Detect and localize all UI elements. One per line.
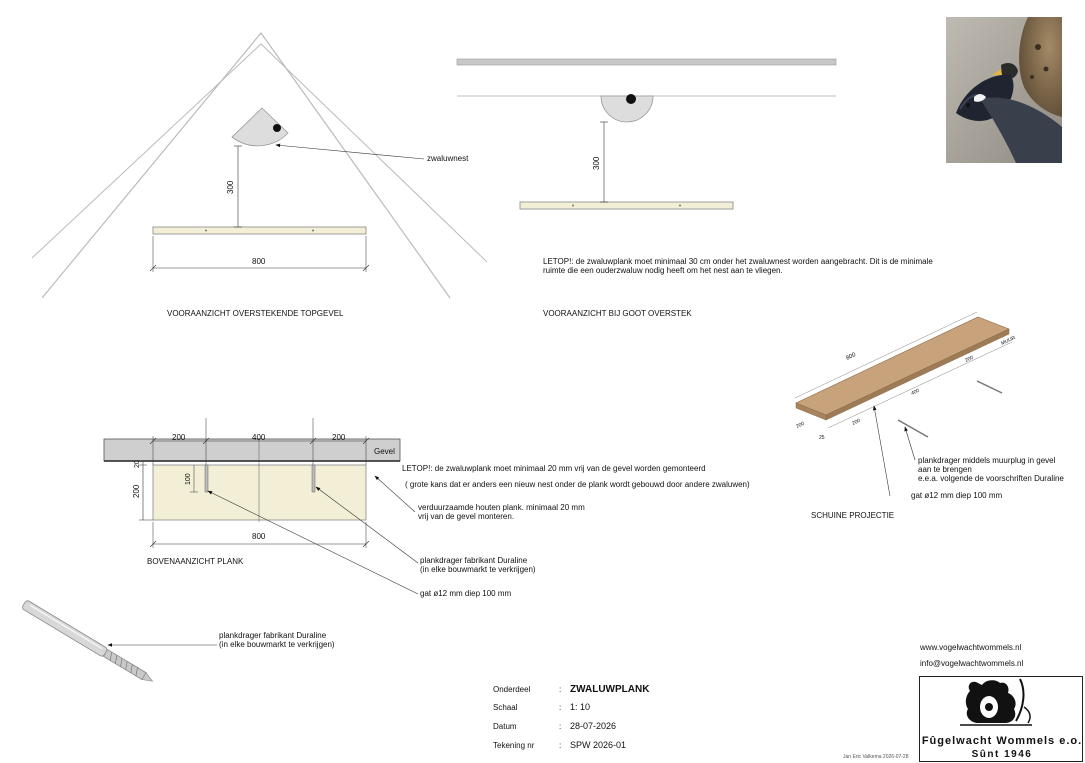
caption-oblique: SCHUINE PROJECTIE <box>811 511 894 520</box>
title-row-schaal: Schaal : 1: 10 <box>493 702 793 719</box>
plank-oblique-top <box>795 316 1010 416</box>
oblique-dim-200b: 200 <box>964 355 974 364</box>
bolt-icon <box>22 600 154 682</box>
title-label: Datum <box>493 722 517 731</box>
front-view-topgevel: 300 800 zwaluwnest VOORAANZICHT OVERSTEK… <box>31 32 488 318</box>
caption-goot: VOORAANZICHT BIJ GOOT OVERSTEK <box>543 309 692 318</box>
oblique-wall-label: MUUR <box>1000 335 1016 347</box>
title-colon: : <box>559 703 562 712</box>
oblique-dim-thick: 25 <box>819 435 825 441</box>
bolt-note-line2: (in elke bouwmarkt te verkrijgen) <box>219 640 335 649</box>
logo-box: Fûgelwacht Wommels e.o. Sûnt 1946 <box>919 676 1083 762</box>
dim-width-topgevel: 800 <box>252 257 266 266</box>
note-top-line1: LETOP!: de zwaluwplank moet minimaal 20 … <box>402 464 706 473</box>
logo-name: Fûgelwacht Wommels e.o. <box>921 735 1083 747</box>
bracket-note-line2: (in elke bouwmarkt te verkrijgen) <box>420 565 536 574</box>
title-value: SPW 2026-01 <box>570 740 627 750</box>
dim-top-left: 200 <box>172 433 186 442</box>
dim-top-right: 200 <box>332 433 346 442</box>
plank-front-topgevel <box>152 226 367 235</box>
nest-goot <box>600 94 654 123</box>
title-colon: : <box>559 722 562 731</box>
bracket-note-line1: plankdrager fabrikant Duraline <box>420 556 528 565</box>
board-note-line2: vrij van de gevel monteren. <box>418 512 514 521</box>
oblique-dim-400: 400 <box>910 388 920 397</box>
contact-info: www.vogelwachtwommels.nl info@vogelwacht… <box>920 640 1023 672</box>
wall-gevel <box>103 438 401 462</box>
title-row-onderdeel: Onderdeel : ZWALUWPLANK <box>493 684 793 701</box>
oblique-view: 800 200 400 200 MUUR 200 25 plankdrager … <box>794 311 1064 520</box>
title-row-datum: Datum : 28-07-2026 <box>493 721 793 738</box>
oblique-bracket-note-line2: aan te brengen <box>918 465 972 474</box>
dim-top-depth: 200 <box>132 484 141 498</box>
title-label: Onderdeel <box>493 685 531 694</box>
oblique-dim-200a: 200 <box>851 418 861 427</box>
oblique-dim-depth: 200 <box>795 421 805 430</box>
title-row-tekening: Tekening nr : SPW 2026-01 <box>493 740 793 757</box>
note-goot-line2: ruimte die een ouderzwaluw nodig heeft o… <box>543 266 783 275</box>
oblique-bracket-note-line3: e.e.a. volgende de voorschriften Duralin… <box>918 474 1064 483</box>
bolt-illustration: plankdrager fabrikant Duraline (in elke … <box>22 600 335 682</box>
caption-top: BOVENAANZICHT PLANK <box>147 557 244 566</box>
hole-note-top: gat ø12 mm diep 100 mm <box>420 589 511 598</box>
swallow-nest-icon <box>946 17 1062 163</box>
note-goot-line1: LETOP!: de zwaluwplank moet minimaal 30 … <box>543 257 933 266</box>
plank-top <box>152 464 367 521</box>
top-view: Gevel 200 400 200 20 200 100 800 BOVENAA… <box>103 418 750 598</box>
oblique-bracket-note-line1: plankdrager middels muurplug in gevel <box>918 456 1056 465</box>
email-link[interactable]: info@vogelwachtwommels.nl <box>920 659 1024 668</box>
title-label: Tekening nr <box>493 741 535 750</box>
board-note-line1: verduurzaamde houten plank. minimaal 20 … <box>418 503 585 512</box>
wall-label: Gevel <box>374 447 395 456</box>
title-colon: : <box>559 741 562 750</box>
dim-top-middle: 400 <box>252 433 266 442</box>
bracket-slot-right <box>311 464 316 493</box>
title-colon: : <box>559 685 562 694</box>
author-credit: Jan Eric Valkema 2026-07-28 <box>843 754 909 760</box>
front-view-goot: 300 LETOP!: de zwaluwplank moet minimaal… <box>456 58 933 318</box>
nest-topgevel <box>231 107 289 147</box>
website-link[interactable]: www.vogelwachtwommels.nl <box>920 643 1022 652</box>
title-value: 28-07-2026 <box>570 721 617 731</box>
dim-top-gap: 20 <box>134 460 141 468</box>
note-top-line2: ( grote kans dat er anders een nieuw nes… <box>405 480 750 489</box>
title-value: ZWALUWPLANK <box>570 684 650 695</box>
dim-top-width: 800 <box>252 532 266 541</box>
plank-front-goot <box>519 201 734 210</box>
dim-height-goot: 300 <box>592 156 601 170</box>
dim-height-topgevel: 300 <box>226 180 235 194</box>
plank-oblique-side <box>825 328 1010 421</box>
caption-topgevel: VOORAANZICHT OVERSTEKENDE TOPGEVEL <box>167 309 344 318</box>
bracket-slot-left <box>204 464 209 493</box>
title-label: Schaal <box>493 703 518 712</box>
title-block: Onderdeel : ZWALUWPLANK Schaal : 1: 10 D… <box>493 683 793 763</box>
dim-top-slot: 100 <box>185 473 192 485</box>
oblique-dim-long: 800 <box>845 352 857 362</box>
logo-since: Sûnt 1946 <box>971 749 1033 760</box>
swallow-photo <box>946 17 1062 163</box>
oblique-hole-note: gat ø12 mm diep 100 mm <box>911 491 1002 500</box>
eaves-beam <box>456 58 837 66</box>
bird-logo-icon <box>960 678 1032 726</box>
title-value: 1: 10 <box>570 702 591 712</box>
bolt-note-line1: plankdrager fabrikant Duraline <box>219 631 327 640</box>
nest-label: zwaluwnest <box>427 154 469 163</box>
